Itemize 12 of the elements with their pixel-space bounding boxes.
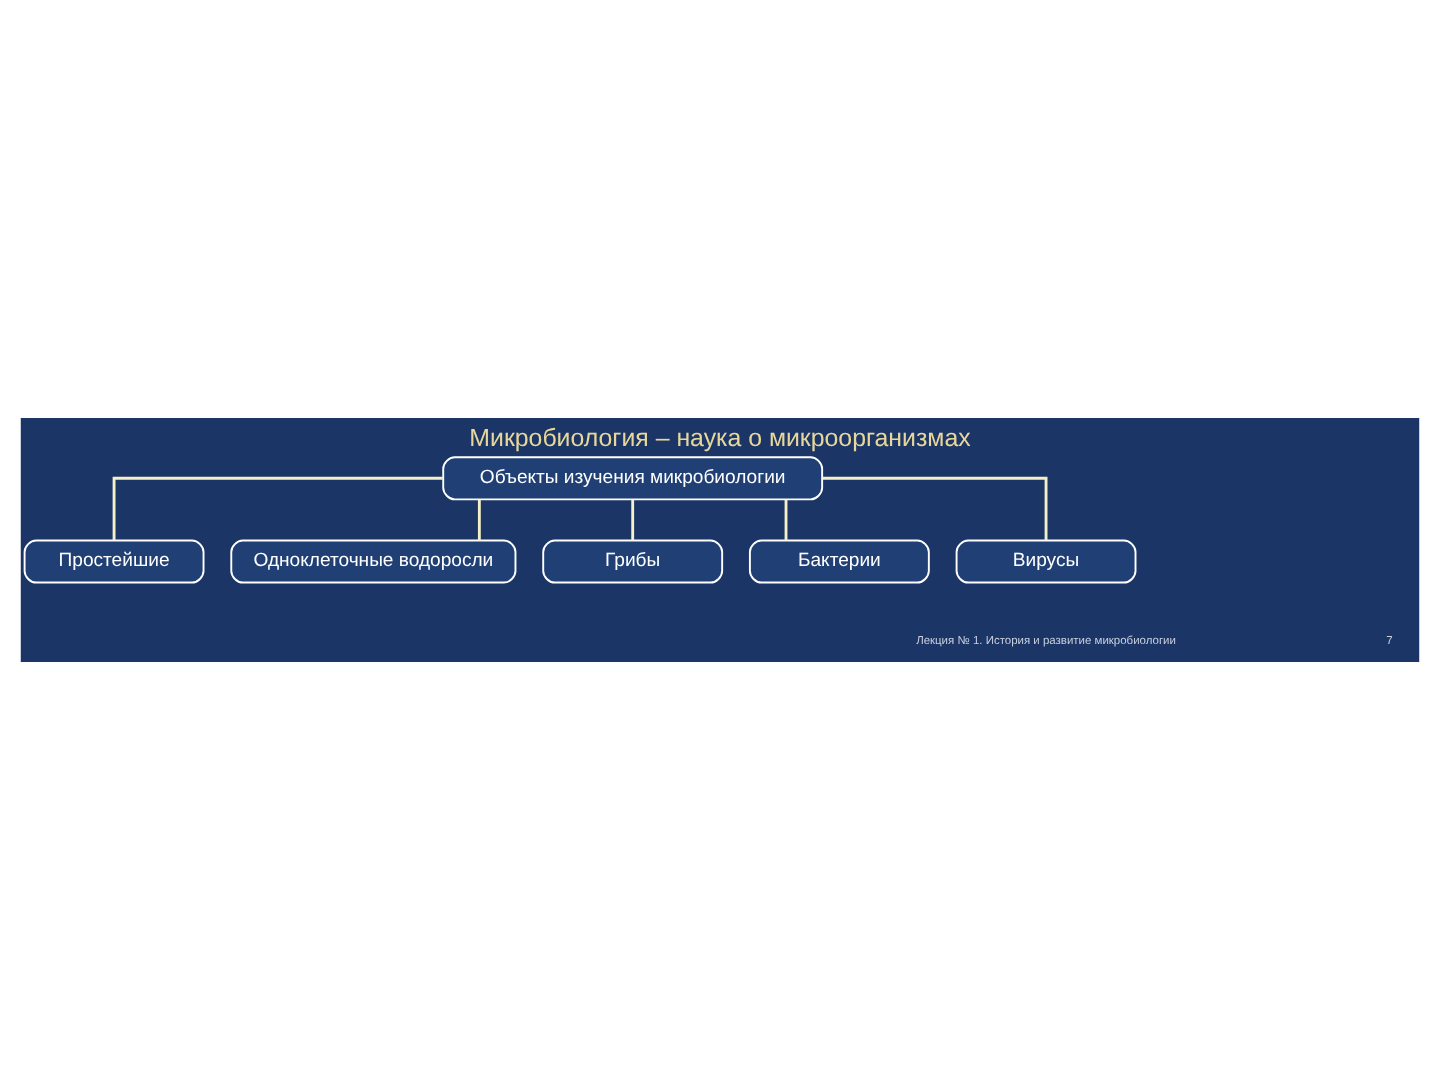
connector [784, 499, 788, 541]
node-box: Объекты изучения микробиологии [442, 456, 824, 501]
connector [822, 476, 1048, 541]
node-box: Вирусы [955, 539, 1137, 584]
node-box: Бактерии [748, 539, 930, 584]
diagram-title: Микробиология – наука о микроорганизмах [469, 423, 971, 452]
connector [477, 499, 481, 541]
node-box: Грибы [542, 539, 724, 584]
connector [112, 476, 443, 541]
node-box: Одноклеточные водоросли [230, 539, 517, 584]
node-box: Простейшие [23, 539, 205, 584]
connector [631, 499, 635, 541]
